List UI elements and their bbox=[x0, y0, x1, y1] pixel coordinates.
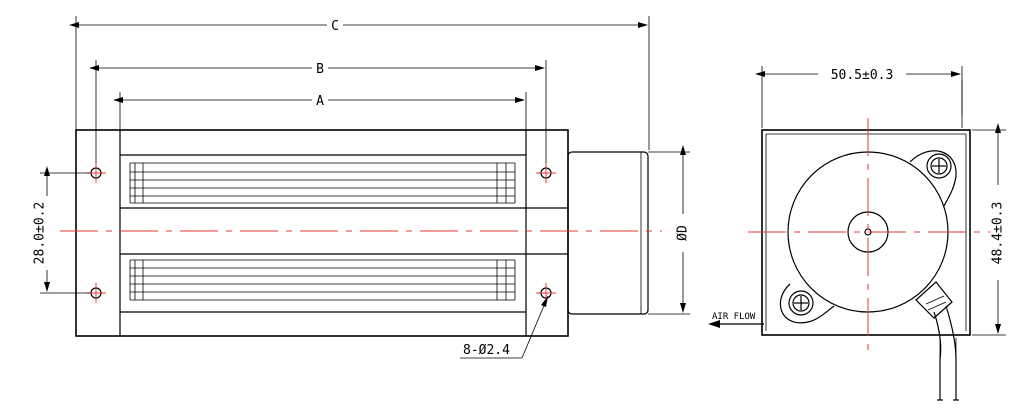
dimension-diameter: ØD bbox=[648, 145, 691, 315]
airflow-indicator: AIR FLOW bbox=[708, 312, 764, 328]
motor-cap bbox=[567, 151, 649, 315]
dimension-height-label: 48.4±0.3 bbox=[991, 202, 1006, 265]
impeller-blades-upper bbox=[129, 162, 516, 204]
mounting-holes bbox=[86, 163, 556, 303]
dimension-hole-spacing-label: 28.0±0.2 bbox=[33, 202, 48, 265]
mounting-hole-bottom-right bbox=[536, 283, 556, 303]
wire-leads bbox=[915, 281, 959, 401]
dimension-b: B bbox=[89, 60, 547, 165]
hole-callout-label: 8-Ø2.4 bbox=[463, 343, 510, 358]
dimension-b-label: B bbox=[316, 62, 324, 77]
dimension-width-label: 50.5±0.3 bbox=[831, 68, 894, 83]
dimension-width: 50.5±0.3 bbox=[755, 66, 963, 128]
side-view: C B A bbox=[33, 16, 691, 359]
fan-housing bbox=[75, 129, 569, 337]
hole-callout: 8-Ø2.4 bbox=[460, 295, 549, 359]
screw-top-right bbox=[926, 153, 952, 179]
screw-bottom-left bbox=[788, 290, 814, 316]
impeller-blades-lower bbox=[129, 259, 516, 301]
dimension-c-label: C bbox=[331, 19, 339, 34]
dimension-hole-spacing: 28.0±0.2 bbox=[33, 166, 90, 294]
dimension-c: C bbox=[69, 16, 650, 150]
end-view: 50.5±0.3 48.4±0.3 bbox=[708, 66, 1006, 401]
mounting-hole-top-right bbox=[536, 163, 556, 183]
dimension-diameter-label: ØD bbox=[676, 225, 691, 241]
dimension-a: A bbox=[113, 92, 527, 130]
airflow-label: AIR FLOW bbox=[712, 312, 756, 322]
dimension-height: 48.4±0.3 bbox=[972, 123, 1006, 336]
dimension-a-label: A bbox=[316, 94, 324, 109]
